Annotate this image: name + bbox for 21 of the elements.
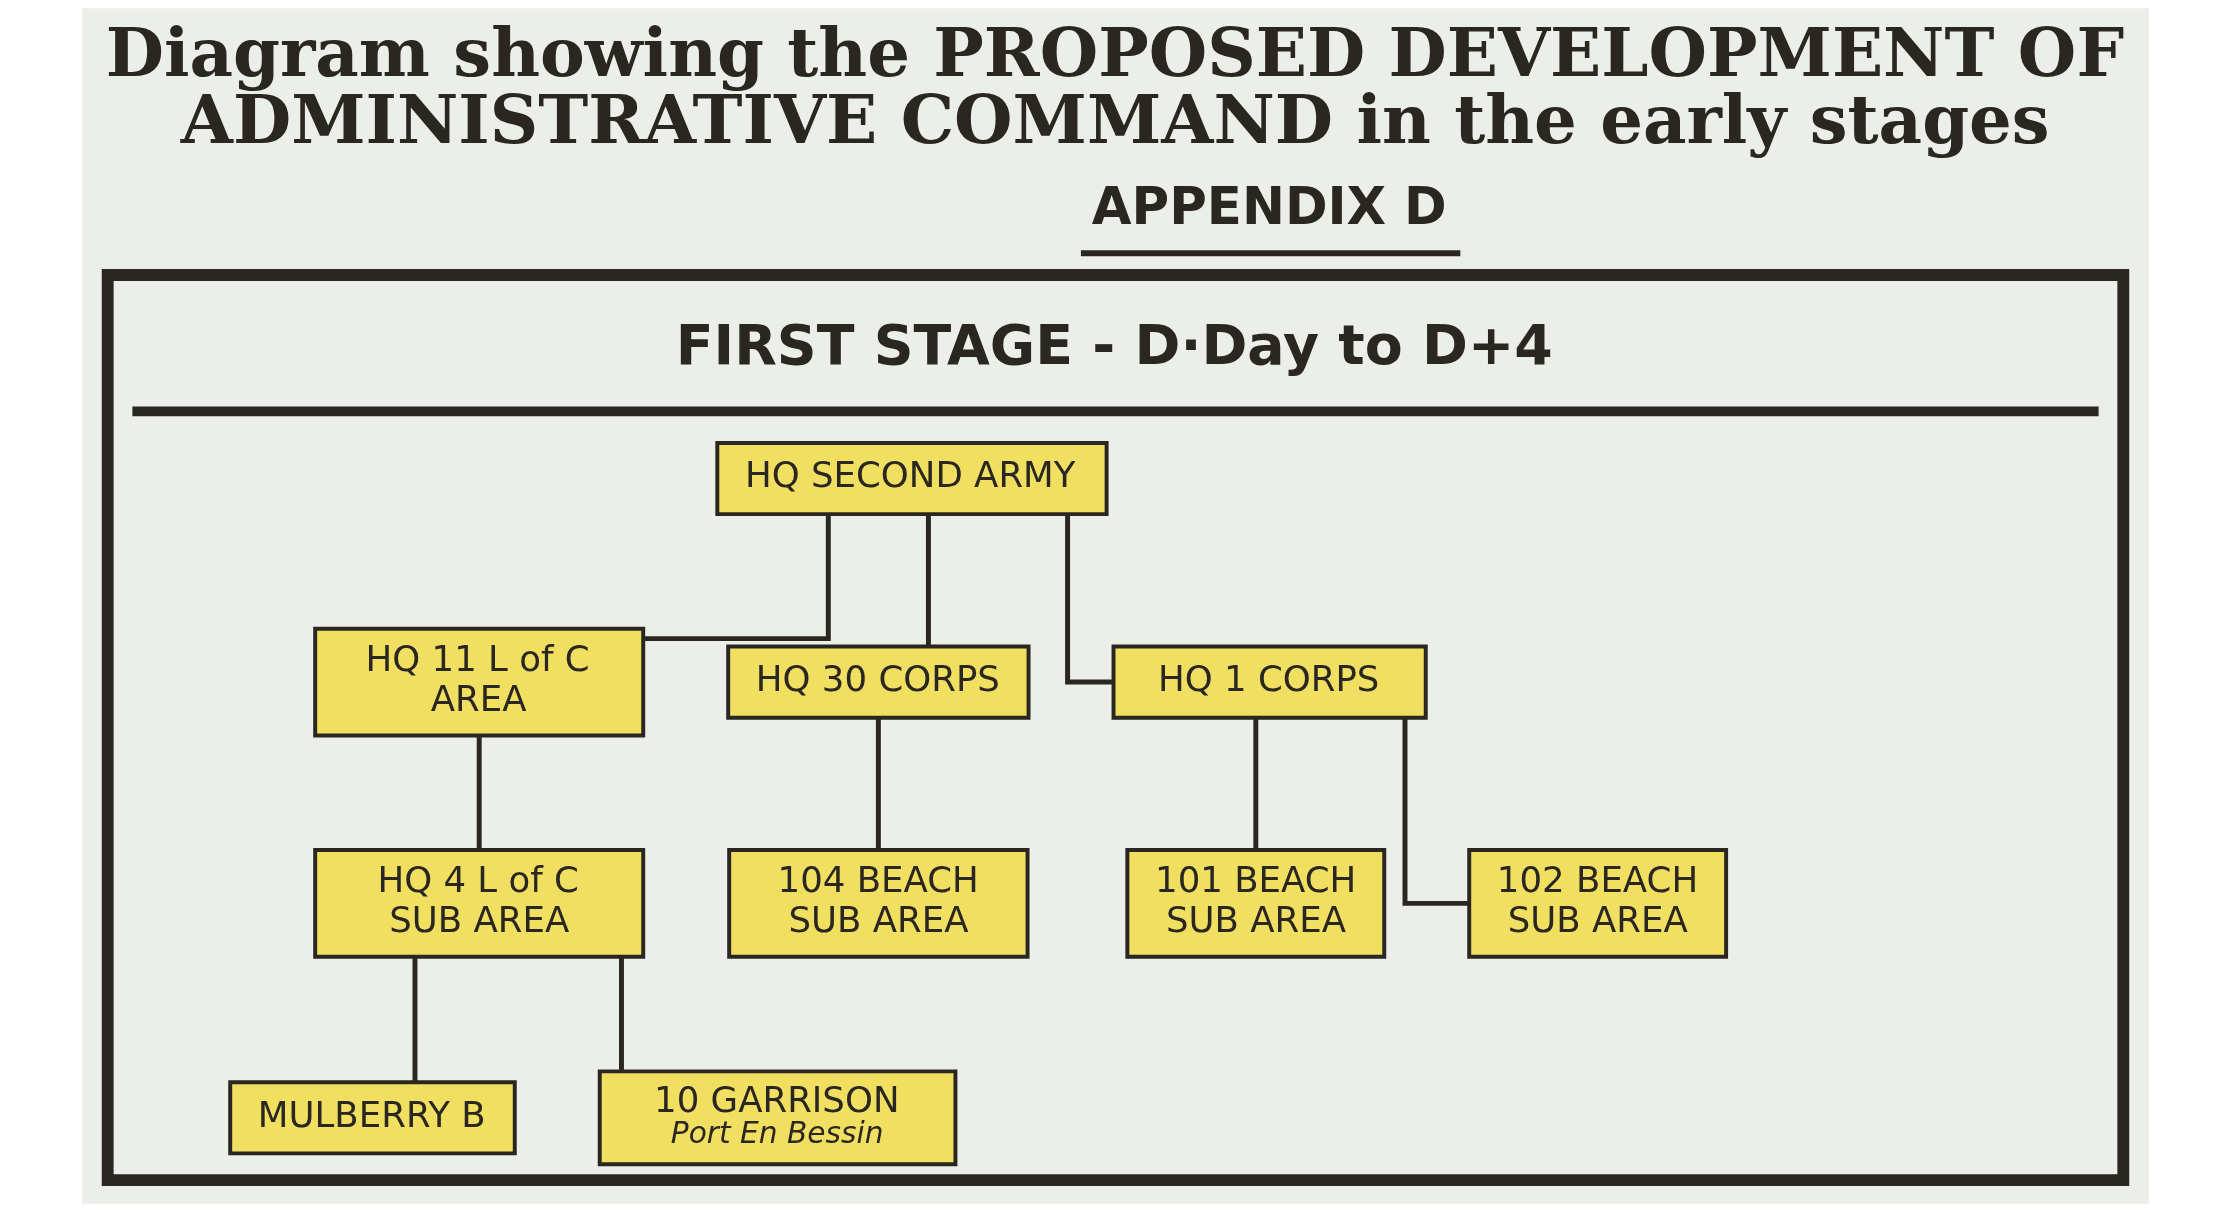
connector (875, 718, 881, 850)
node-box: HQ 1 CORPS (1111, 644, 1428, 720)
node-box: HQ 4 L of C SUB AREA (313, 848, 646, 959)
connector (412, 956, 418, 1082)
node-box: HQ SECOND ARMY (715, 441, 1109, 517)
node-box: 104 BEACH SUB AREA (727, 848, 1030, 959)
label: APPENDIX D (1091, 176, 1447, 237)
connector (1253, 718, 1259, 850)
node-box: 10 GARRISON Port En Bessin (597, 1069, 958, 1167)
connector (1402, 718, 1470, 906)
node-box: HQ 11 L of C AREA (313, 626, 646, 738)
node-box: 101 BEACH SUB AREA (1125, 848, 1387, 959)
connector (925, 514, 931, 646)
connector (476, 735, 482, 850)
connector (643, 514, 831, 642)
node-box: MULBERRY B (228, 1080, 517, 1156)
connector (1065, 514, 1114, 685)
node-box: 102 BEACH SUB AREA (1467, 848, 1729, 959)
diagram-title: Diagram showing the PROPOSED DEVELOPMENT OF ADMINISTRATIVE COMMAND in the early stages (105, 12, 2125, 159)
connector (619, 956, 624, 1071)
node-box: HQ 30 CORPS (726, 644, 1031, 720)
